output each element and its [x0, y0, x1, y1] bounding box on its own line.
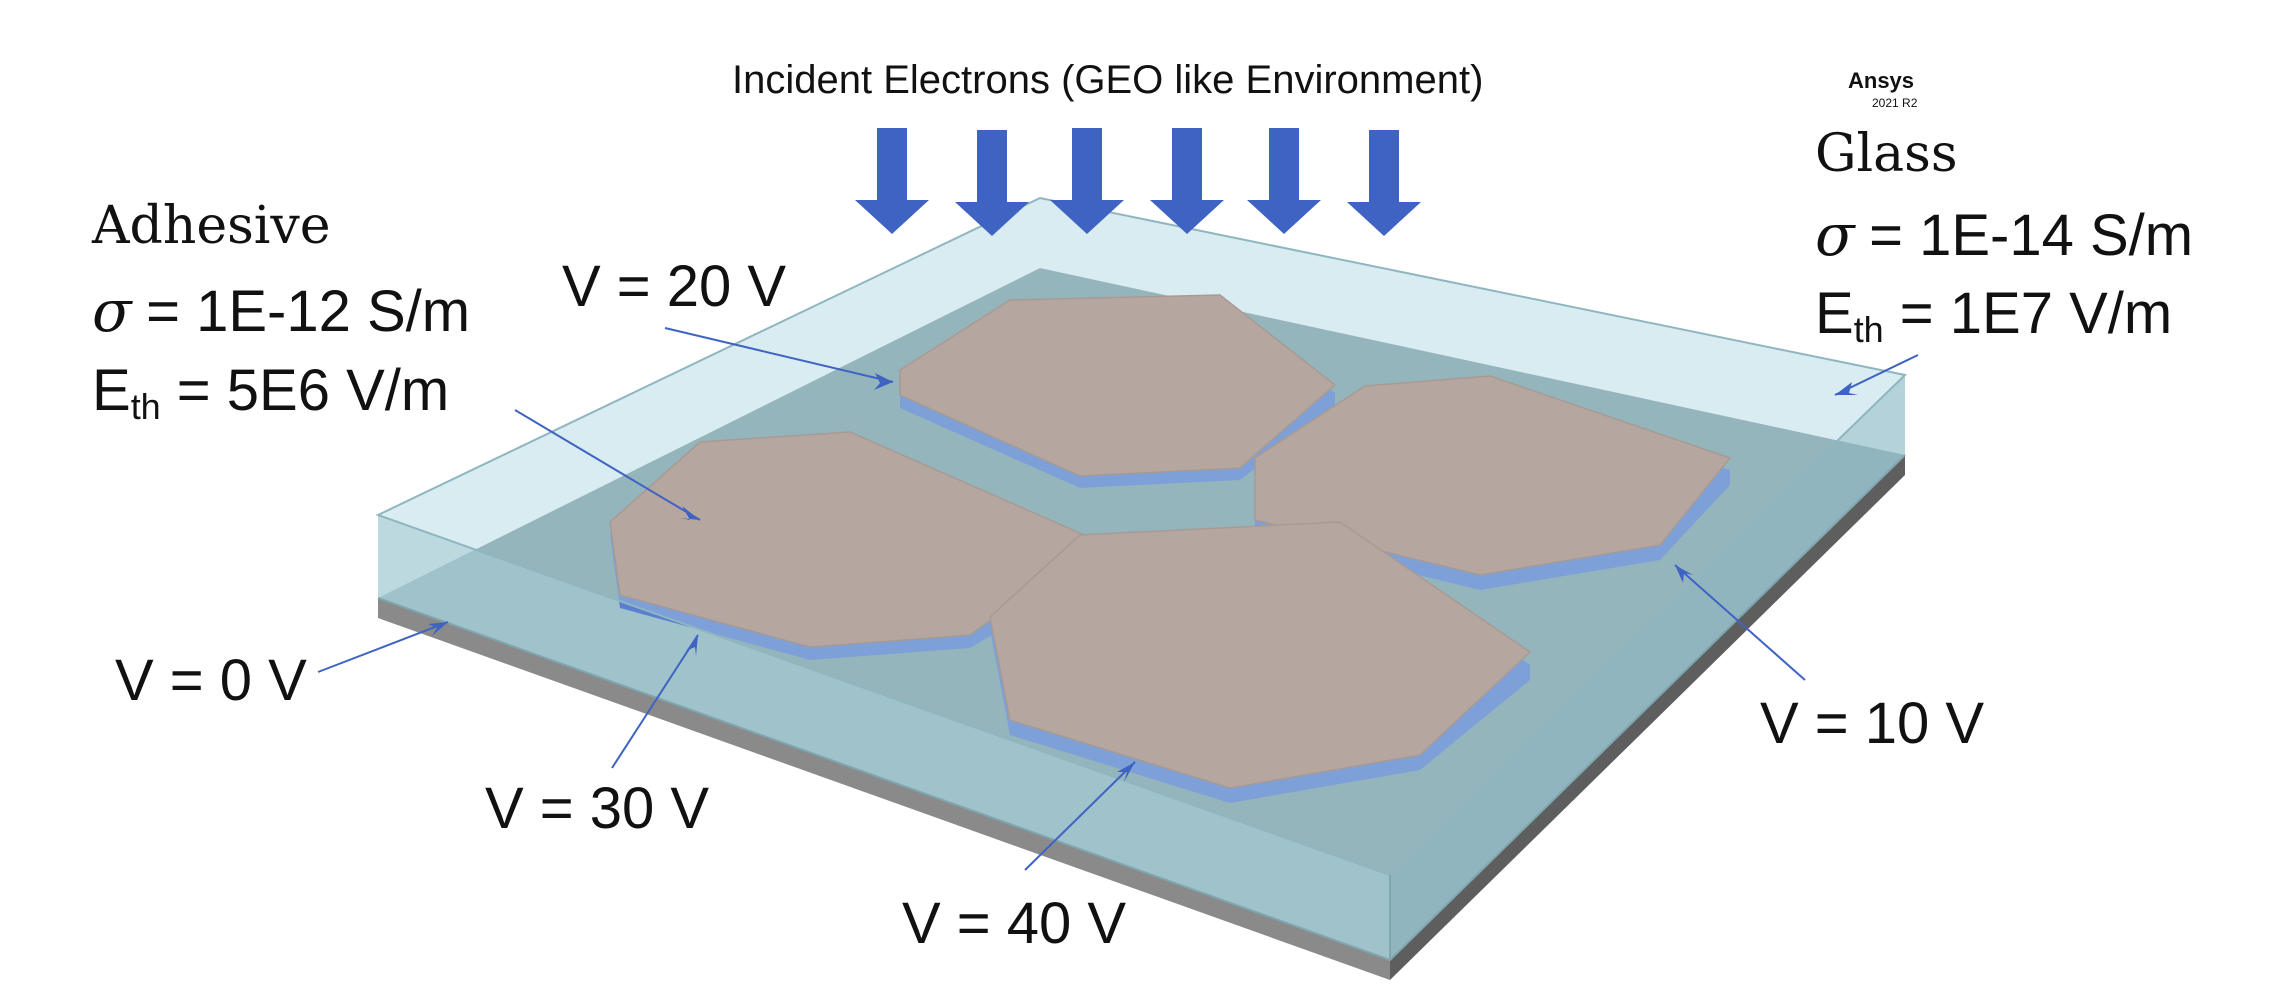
glass-side-left [378, 515, 1390, 960]
leader-arrowheads [428, 373, 1858, 782]
adhesive-name: Adhesive [92, 196, 331, 256]
ansys-logo: Ansys [1848, 68, 1915, 93]
voltage-label-40v: V = 40 V [902, 891, 1127, 956]
eth-subscript: th [130, 385, 161, 427]
ansys-logo-version: 2021 R2 [1872, 96, 1918, 110]
sigma-symbol: σ [92, 277, 132, 345]
down-arrow-icon [1050, 128, 1124, 234]
ground-plane-side-right [1390, 455, 1905, 980]
voltage-label-30v: V = 30 V [485, 776, 710, 841]
glass-back-right [1040, 198, 1905, 455]
electrode-octagon-front [989, 521, 1532, 803]
leader-adhesive [514, 409, 701, 521]
glass-sigma: σ = 1E-14 S/m [1815, 206, 2193, 265]
adhesive-eth-value: = 5E6 V/m [176, 358, 450, 423]
leader-v30 [611, 634, 699, 769]
glass-side-right [1390, 375, 1905, 960]
leader-v20 [664, 327, 894, 383]
adhesive-sigma-value: = 1E-12 S/m [146, 279, 471, 344]
eth-subscript: th [1853, 308, 1884, 350]
glass-top-face [375, 196, 1908, 877]
down-arrow-icon [1150, 128, 1224, 234]
eth-main: E [1815, 281, 1854, 346]
glass-sigma-value: = 1E-14 S/m [1869, 203, 2194, 268]
diagram-title: Incident Electrons (GEO like Environment… [732, 58, 1484, 102]
voltage-label-0v: V = 0 V [115, 648, 307, 713]
electrode-octagon-back [899, 294, 1337, 488]
down-arrow-icon [855, 128, 929, 234]
incident-electron-arrows [855, 128, 1421, 236]
down-arrow-icon [1247, 128, 1321, 234]
glass-eth: Eth = 1E7 V/m [1815, 285, 2172, 348]
voltage-label-10v: V = 10 V [1760, 691, 1985, 756]
voltage-label-20v: V = 20 V [562, 254, 787, 319]
adhesive-eth: Eth = 5E6 V/m [92, 362, 449, 425]
adhesive-sigma: σ = 1E-12 S/m [92, 282, 470, 341]
electrode-octagon-right [1254, 375, 1732, 590]
glass-name: Glass [1815, 124, 1958, 184]
glass-back-left [378, 198, 1040, 598]
ground-plane-side-left [378, 598, 1390, 980]
eth-main: E [92, 358, 131, 423]
glass-eth-value: = 1E7 V/m [1899, 281, 2173, 346]
leader-v0 [317, 621, 449, 673]
sigma-symbol: σ [1815, 201, 1855, 269]
leader-lines [317, 327, 1919, 871]
down-arrow-icon [955, 130, 1029, 236]
down-arrow-icon [1347, 130, 1421, 236]
leader-v40 [1024, 761, 1136, 871]
leader-v10 [1674, 564, 1806, 681]
